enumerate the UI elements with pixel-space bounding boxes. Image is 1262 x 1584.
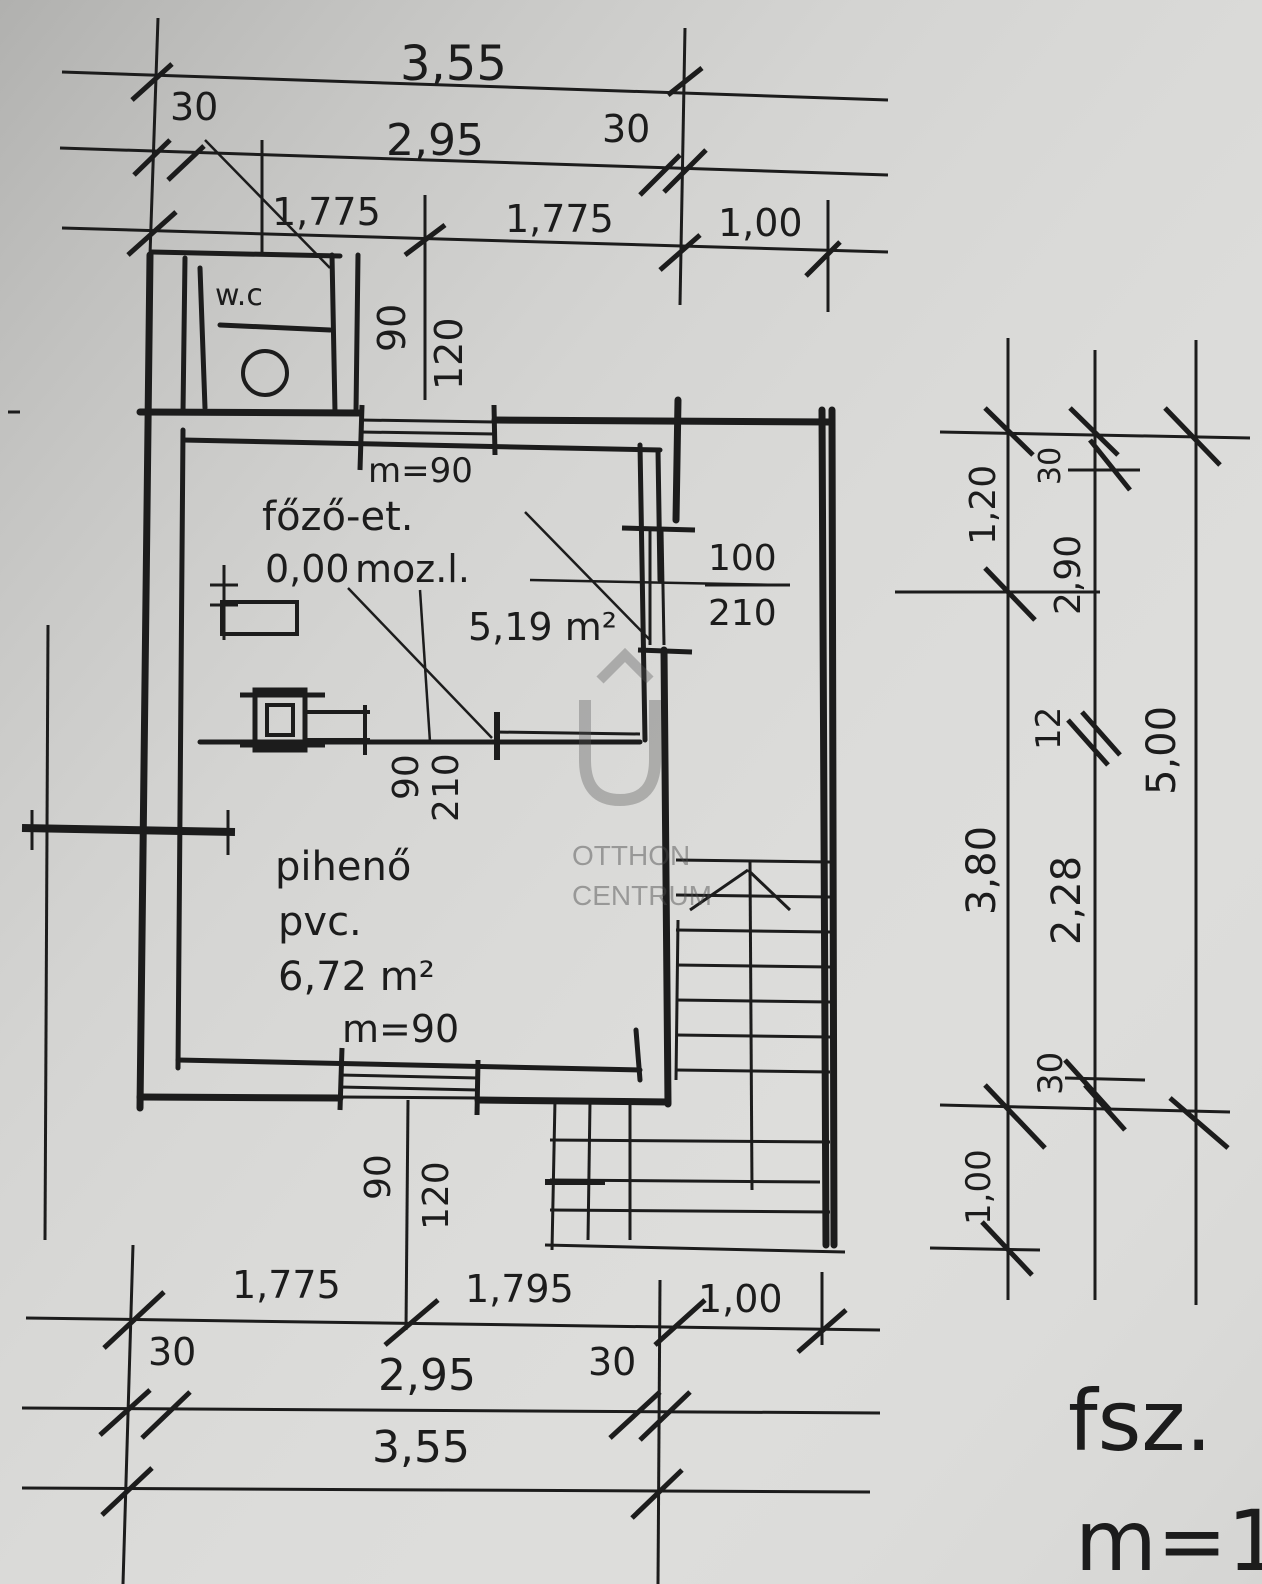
bottom-seg-mid-dimension: 1,795 bbox=[465, 1267, 574, 1311]
right-seg-bottom-dimension: 1,00 bbox=[959, 1149, 999, 1225]
door-bottom-width: m=90 bbox=[342, 1007, 459, 1051]
right-dimensions bbox=[895, 338, 1251, 1305]
outer-walls bbox=[136, 251, 838, 1249]
door-inner-height: 210 bbox=[426, 753, 467, 822]
door-inner-width: 90 bbox=[386, 754, 427, 800]
kitchen-floor: moz.l. bbox=[355, 547, 470, 591]
right-thin-wall-dimension: 12 bbox=[1029, 707, 1069, 750]
kitchen-area: 5,19 m² bbox=[468, 605, 617, 649]
top-wall-left-dimension: 30 bbox=[170, 85, 218, 129]
right-seg-mid-dimension: 2,28 bbox=[1044, 856, 1090, 945]
window-bottom-width: 90 bbox=[358, 1154, 399, 1200]
rest-room-name: pihenő bbox=[275, 844, 411, 890]
window-top-width: 90 bbox=[370, 304, 414, 352]
bottom-overall-dimension: 3,55 bbox=[372, 1422, 470, 1473]
top-overall-dimension: 3,55 bbox=[400, 36, 507, 92]
window-bottom-height: 120 bbox=[416, 1161, 457, 1230]
inner-walls bbox=[149, 249, 663, 1083]
right-wall-bottom-dimension: 30 bbox=[1031, 1052, 1071, 1095]
door-top-width: m=90 bbox=[368, 451, 473, 491]
bottom-inner-dimension: 2,95 bbox=[378, 1350, 476, 1401]
rest-room-area: 6,72 m² bbox=[278, 954, 435, 1000]
top-seg-left-dimension: 1,775 bbox=[272, 190, 381, 234]
rest-room-floor: pvc. bbox=[278, 899, 362, 945]
openings bbox=[8, 404, 696, 1241]
bottom-wall-left-dimension: 30 bbox=[148, 1330, 196, 1374]
top-wall-right-dimension: 30 bbox=[602, 107, 650, 151]
bottom-seg-right-dimension: 1,00 bbox=[698, 1277, 783, 1321]
bottom-dimensions bbox=[21, 1099, 881, 1584]
toilet-symbol bbox=[241, 349, 289, 397]
bottom-wall-right-dimension: 30 bbox=[588, 1340, 636, 1384]
kitchen-name: főző-et. bbox=[262, 494, 413, 540]
right-seg-main-dimension: 3,80 bbox=[959, 826, 1005, 915]
right-wall-top-dimension: 30 bbox=[1033, 447, 1068, 485]
window-right-width: 100 bbox=[708, 538, 777, 579]
floor-label: fsz. bbox=[1068, 1372, 1212, 1470]
scale-label: m=1 bbox=[1075, 1492, 1262, 1584]
bottom-seg-left-dimension: 1,775 bbox=[232, 1263, 341, 1307]
right-seg-top-dimension: 1,20 bbox=[963, 465, 1004, 545]
watermark-line2: CENTRUM bbox=[572, 880, 712, 911]
watermark-logo: OTTHON CENTRUM bbox=[572, 647, 712, 911]
window-top-height: 120 bbox=[427, 317, 471, 390]
right-seg-upper-dimension: 2,90 bbox=[1048, 535, 1089, 615]
top-inner-dimension: 2,95 bbox=[386, 115, 484, 166]
kitchen-level: 0,00 bbox=[265, 547, 350, 591]
window-right-height: 210 bbox=[708, 593, 777, 634]
watermark-line1: OTTHON bbox=[572, 840, 690, 871]
wc-label: w.c bbox=[215, 278, 263, 313]
top-seg-mid-dimension: 1,775 bbox=[505, 197, 614, 241]
staircase bbox=[544, 858, 846, 1254]
right-total-dimension: 5,00 bbox=[1139, 706, 1185, 795]
top-seg-right-dimension: 1,00 bbox=[718, 201, 803, 245]
